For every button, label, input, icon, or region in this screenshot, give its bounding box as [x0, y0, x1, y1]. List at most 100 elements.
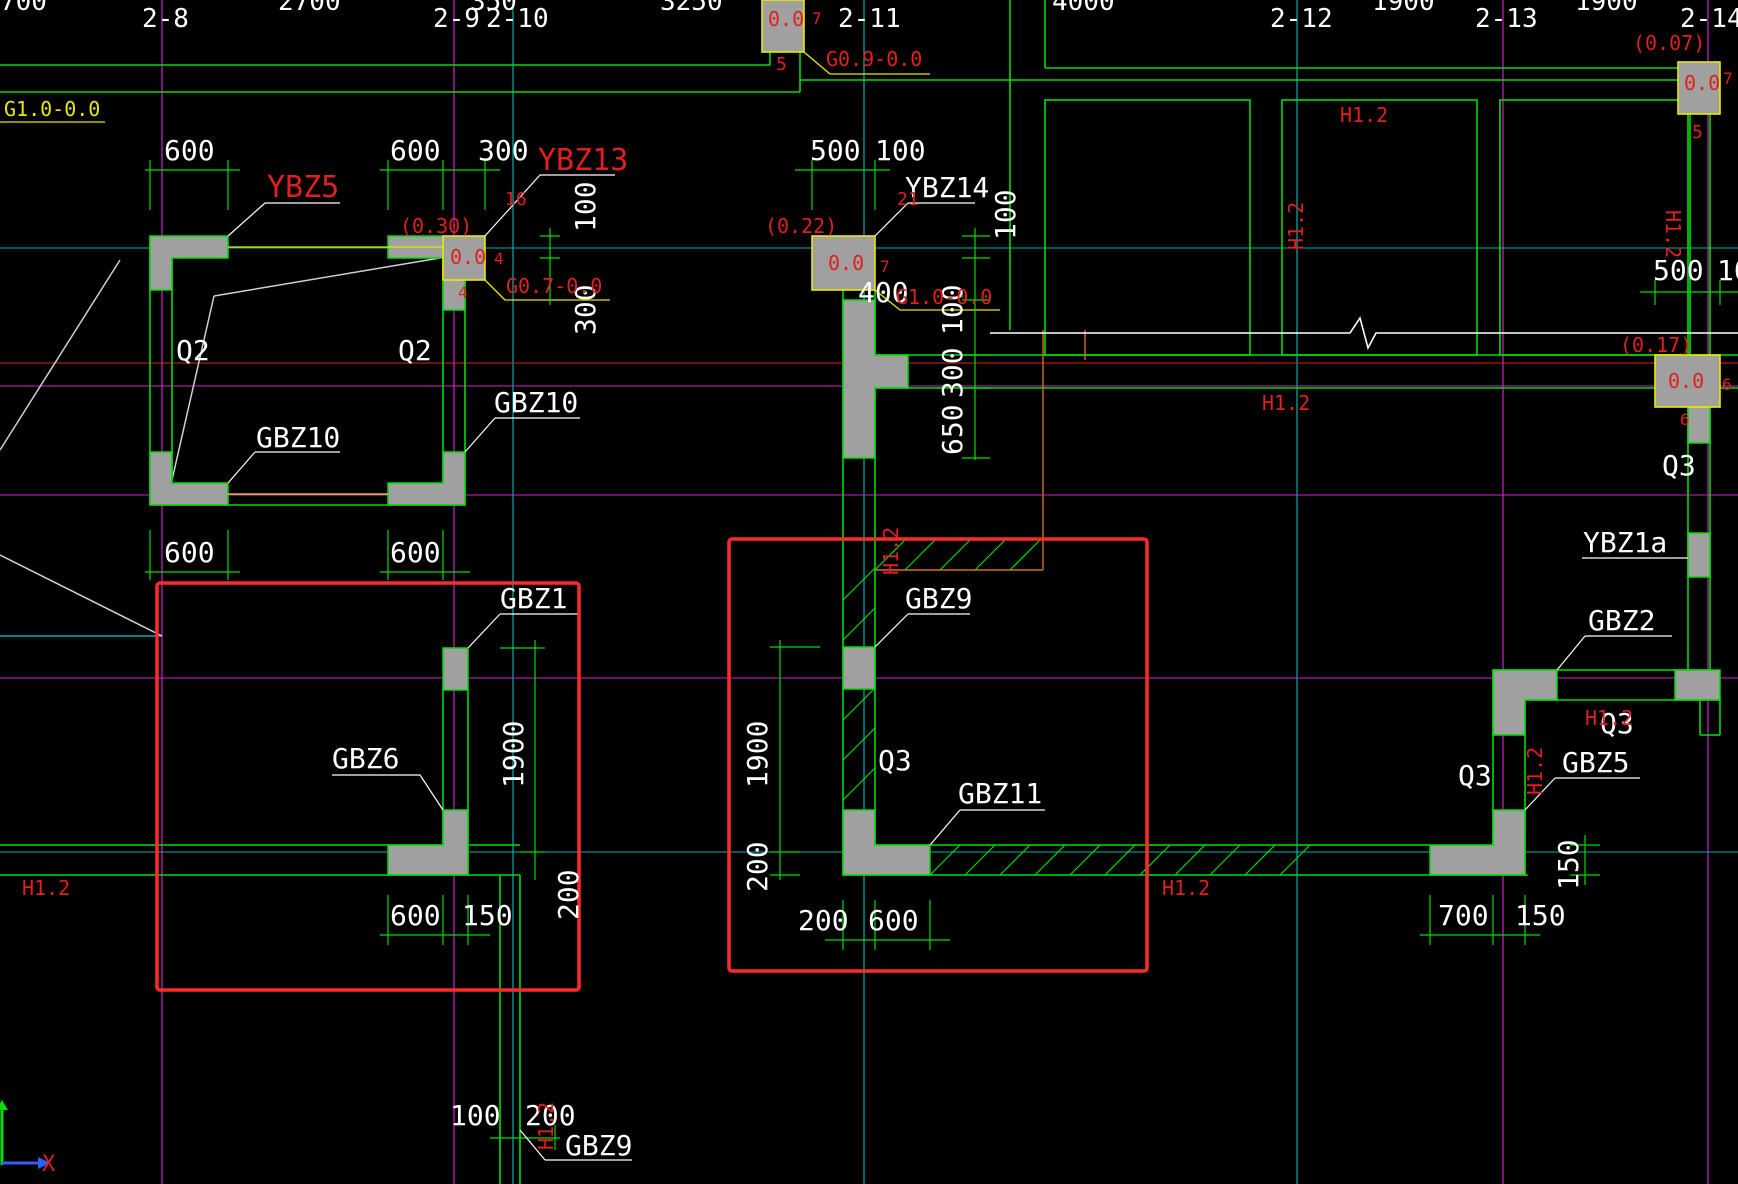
h12-label: H1.2	[1262, 391, 1310, 415]
highlight-box-middle	[727, 537, 1149, 973]
dimension-text: 300	[569, 284, 602, 335]
dimension-text: 100	[569, 181, 602, 232]
vertical-dimension-texts: 100 300 100 100 300 650 1900 200 1900 20…	[497, 181, 1585, 920]
elevation-label: 0.0	[450, 245, 486, 269]
yellow-leaders	[0, 51, 1000, 495]
wall-tag-q3: Q3	[1600, 707, 1634, 740]
elevation-label: G1.0-0.0	[896, 285, 992, 309]
wall-tag-q3: Q3	[1662, 449, 1696, 482]
dimension-text: 3250	[660, 0, 723, 17]
dimension-text: 100	[989, 189, 1022, 240]
dimension-text: 600	[164, 134, 215, 167]
dimension-text: 700	[1438, 899, 1489, 932]
elevation-label: (0.07)	[1633, 31, 1705, 55]
dimension-text: 150	[1515, 899, 1566, 932]
wall-tag-q3: Q3	[878, 744, 912, 777]
column-tag-gbz5: GBZ5	[1562, 746, 1629, 779]
axis-label: 2-8	[142, 4, 189, 34]
mark-text: 21	[897, 189, 919, 210]
column-tag-gbz1: GBZ1	[500, 582, 567, 615]
mark-text: 6	[1722, 375, 1732, 394]
elevation-label: 0.0	[828, 251, 864, 275]
small-marks: 16 4 4 21 7 7 5 7 5 6 6	[458, 9, 1733, 429]
wall-hatching	[842, 539, 1311, 876]
column-tag-gbz11: GBZ11	[958, 777, 1042, 810]
column-tag-gbz2: GBZ2	[1588, 604, 1655, 637]
h12-label: H1.2	[879, 527, 903, 575]
tag-leaders	[227, 174, 1688, 1161]
wall-tag-q2: Q2	[398, 334, 432, 367]
dimension-text: 1900	[1372, 0, 1435, 17]
dimension-text: 100	[875, 134, 926, 167]
axis-label: 2-10	[486, 4, 549, 34]
h12-label: H1.2	[1284, 202, 1308, 250]
dimension-texts: 600 600 300 600 600 500 100 400 500 10 6…	[164, 134, 1738, 1132]
dimension-text: 400	[858, 276, 909, 309]
dimension-text: 200	[798, 904, 849, 937]
dimension-text: 10	[1717, 254, 1738, 287]
dimension-text: 300	[478, 134, 529, 167]
highlight-boxes	[155, 537, 1149, 992]
axis-labels: 2-8 2-9 2-10 2-11 2-12 2-13 2-14	[142, 4, 1738, 34]
dimension-text: 1900	[1575, 0, 1638, 17]
mark-text: 6	[1680, 410, 1690, 429]
h12-labels: H1.2 H1.2 H1.2 H1.2 H1.2 H1.2 H1.2 H1.2 …	[22, 103, 1685, 1150]
elevation-label: 0.0	[1684, 71, 1720, 95]
mark-text: 4	[458, 283, 468, 302]
column-tag-gbz6: GBZ6	[332, 742, 399, 775]
axis-label: 2-11	[838, 4, 901, 34]
elevation-label: G1.0-0.0	[4, 97, 100, 121]
column-tag-ybz5: YBZ5	[267, 170, 339, 205]
dimension-text: 150	[462, 899, 513, 932]
axis-label: 2-9	[433, 4, 480, 34]
mark-text: 7	[880, 257, 890, 276]
dimension-text: 200	[525, 1099, 576, 1132]
axis-label: 2-13	[1475, 4, 1538, 34]
dimension-text: 300	[936, 347, 969, 398]
h12-label: H1.2	[1523, 747, 1547, 795]
axis-label: 2-14	[1680, 4, 1738, 34]
mark-text: 7	[812, 9, 822, 28]
dimension-text: 100	[450, 1099, 501, 1132]
dimension-text: 100	[936, 284, 969, 335]
h12-label: H1.2	[534, 1102, 558, 1150]
dimension-text: 500	[1653, 254, 1704, 287]
dimension-text: 600	[390, 536, 441, 569]
h12-label: H1.2	[1340, 103, 1388, 127]
column-tag-ybz14: YBZ14	[905, 171, 989, 204]
ucs-icon	[0, 1100, 50, 1169]
top-dimension-texts: 700 2700 350 3250 4000 1900 1900	[0, 0, 1638, 17]
h12-label: H1.2	[1162, 876, 1210, 900]
elevation-label: (0.22)	[765, 214, 837, 238]
dimension-text: 500	[810, 134, 861, 167]
elevation-label: 0.0	[768, 7, 804, 31]
dimension-text: 2700	[278, 0, 341, 17]
mark-text: 4	[494, 249, 504, 268]
elevation-labels: G1.0-0.0 G0.9-0.0 G0.7-0.0 G1.0-0.0 (0.3…	[4, 7, 1720, 393]
dimension-text: 600	[390, 899, 441, 932]
mark-text: 5	[776, 54, 787, 75]
elevation-label: G0.7-0.0	[506, 274, 602, 298]
dimension-text: 150	[1552, 839, 1585, 890]
elevation-label: (0.17)	[1620, 333, 1692, 357]
wall-tag-q3: Q3	[1458, 759, 1492, 792]
wall-tag-q2: Q2	[176, 334, 210, 367]
column-tag-gbz10: GBZ10	[494, 386, 578, 419]
dimension-text: 1900	[497, 721, 530, 788]
column-tag-ybz13: YBZ13	[538, 143, 628, 178]
elevation-label: (0.30)	[400, 214, 472, 238]
dimension-text: 700	[0, 0, 47, 17]
dimension-text: 4000	[1052, 0, 1115, 17]
h12-label: H1.2	[22, 876, 70, 900]
break-line	[990, 316, 1738, 351]
column-tag-gbz9: GBZ9	[905, 582, 972, 615]
dimension-text: 1900	[741, 721, 774, 788]
elevation-label: 0.0	[1668, 369, 1704, 393]
h12-label: H1.2	[1585, 706, 1633, 730]
mark-text: 5	[1692, 122, 1703, 143]
mark-text: 16	[505, 189, 527, 210]
h12-label: H1.2	[1661, 210, 1685, 258]
